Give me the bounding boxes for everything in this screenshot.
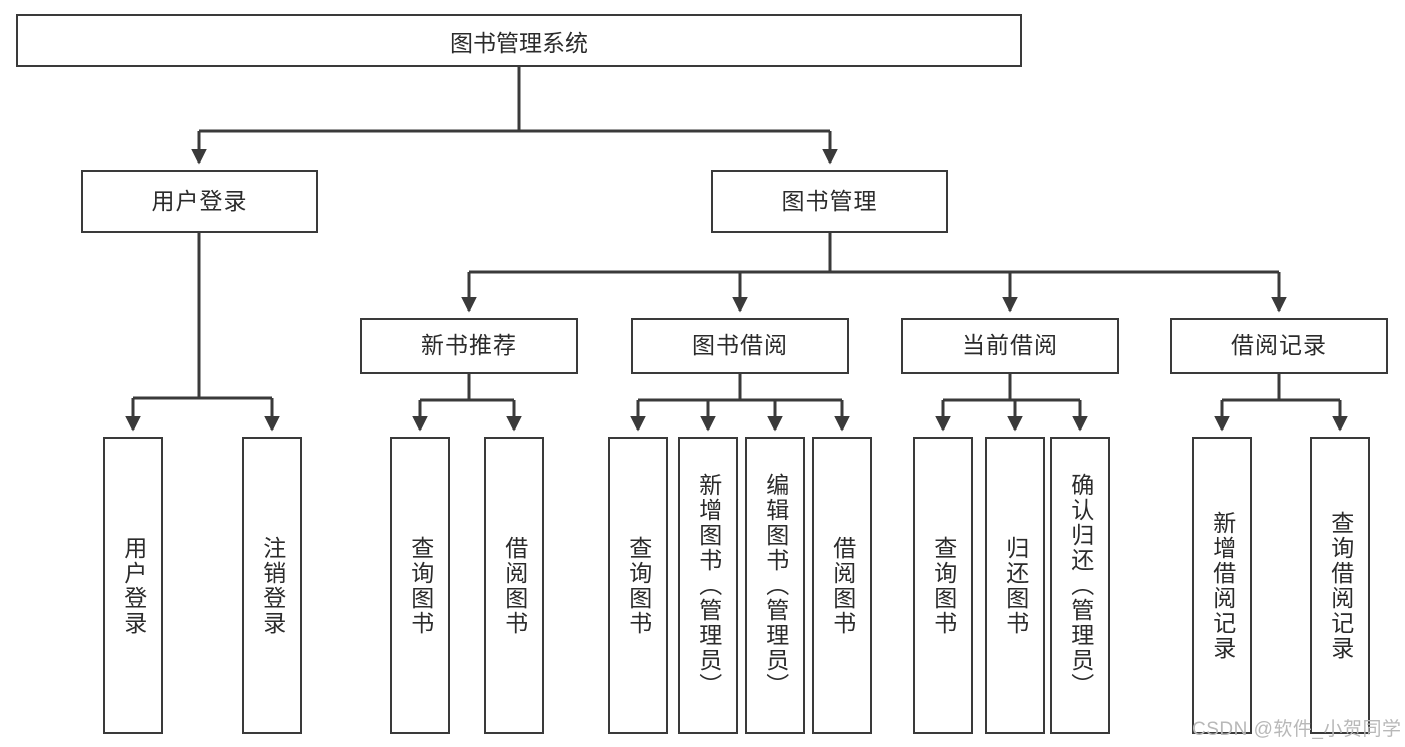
node-label: 注销登录 [259,535,286,636]
node-label: 查询图书 [930,535,957,636]
node-label: 查询图书 [625,535,652,636]
node-label: 确认归还（管理员） [1067,473,1094,698]
leaf-add-record[interactable]: 新增借阅记录 [1192,437,1252,734]
leaf-query-record[interactable]: 查询借阅记录 [1310,437,1370,734]
node-label: 查询图书 [407,535,434,636]
node-user-login[interactable]: 用户登录 [81,170,318,233]
node-label: 借阅图书 [501,535,528,636]
leaf-query-book-1[interactable]: 查询图书 [390,437,450,734]
leaf-add-book[interactable]: 新增图书（管理员） [678,437,738,734]
leaf-return-book[interactable]: 归还图书 [985,437,1045,734]
csdn-watermark: CSDN @软件_小贺同学 [1192,719,1402,740]
node-root-system[interactable]: 图书管理系统 [16,14,1022,67]
node-label: 编辑图书（管理员） [762,473,789,698]
node-label: 当前借阅 [962,332,1058,359]
leaf-query-book-3[interactable]: 查询图书 [913,437,973,734]
leaf-logout-login[interactable]: 注销登录 [242,437,302,734]
node-label: 借阅记录 [1231,332,1327,359]
node-current-borrow[interactable]: 当前借阅 [901,318,1119,374]
node-label: 用户登录 [120,535,147,636]
leaf-borrow-book-2[interactable]: 借阅图书 [812,437,872,734]
node-label: 图书借阅 [692,332,788,359]
node-borrow-record[interactable]: 借阅记录 [1170,318,1388,374]
node-book-management[interactable]: 图书管理 [711,170,948,233]
leaf-borrow-book-1[interactable]: 借阅图书 [484,437,544,734]
node-label: 查询借阅记录 [1327,510,1354,661]
node-label: 新增图书（管理员） [695,473,722,698]
node-label: 新增借阅记录 [1209,510,1236,661]
leaf-user-login[interactable]: 用户登录 [103,437,163,734]
node-label: 图书管理 [781,187,878,214]
node-new-book-recommend[interactable]: 新书推荐 [360,318,578,374]
node-label: 用户登录 [151,187,248,214]
leaf-query-book-2[interactable]: 查询图书 [608,437,668,734]
leaf-edit-book[interactable]: 编辑图书（管理员） [745,437,805,734]
node-label: 归还图书 [1002,535,1029,636]
leaf-confirm-return[interactable]: 确认归还（管理员） [1050,437,1110,734]
node-label: 新书推荐 [421,332,517,359]
node-label: 图书管理系统 [450,29,588,56]
node-label: 借阅图书 [829,535,856,636]
node-book-borrow[interactable]: 图书借阅 [631,318,849,374]
